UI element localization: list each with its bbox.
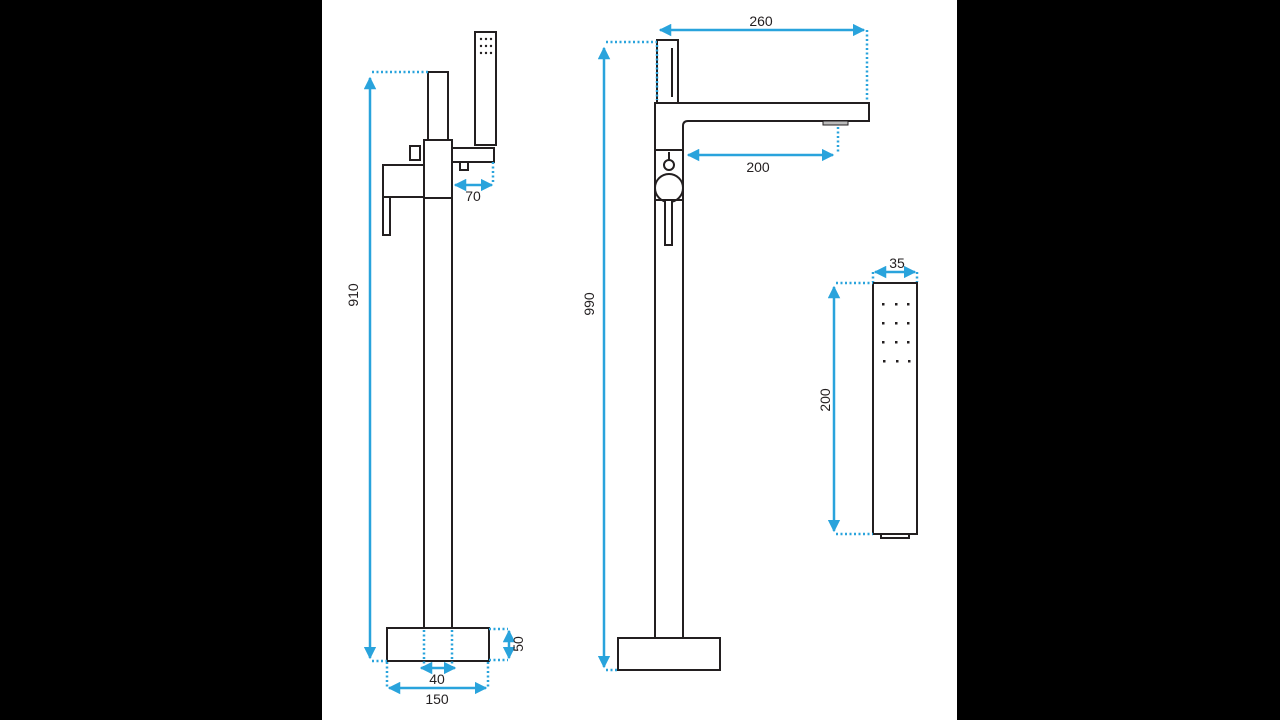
diverter-knob xyxy=(409,145,421,161)
hand-shower-side xyxy=(656,39,679,104)
base xyxy=(386,627,490,662)
hand-shower-docked xyxy=(474,31,497,146)
mixer-lever-front xyxy=(664,199,673,246)
holder-offset-label: 70 xyxy=(465,188,481,204)
spout-length-label: 260 xyxy=(749,13,773,29)
front-view: 990 260 200 xyxy=(581,13,870,672)
holder-nut xyxy=(459,161,469,171)
mixer-cartridge xyxy=(654,173,684,203)
spout-and-column xyxy=(654,102,870,639)
column-width-label: 40 xyxy=(429,671,445,687)
shower-holder-arm xyxy=(451,147,495,163)
side-view: 910 70 50 40 150 xyxy=(345,31,526,707)
mixer-lever xyxy=(382,196,391,236)
side-height-label: 910 xyxy=(345,283,361,307)
aerator xyxy=(822,120,849,126)
shower-length-label: 200 xyxy=(817,388,833,412)
column xyxy=(423,139,453,631)
diverter-knob-front xyxy=(663,159,675,171)
shower-nozzle-grid xyxy=(882,303,911,363)
spout-tube xyxy=(427,71,449,143)
hose-connector xyxy=(880,533,910,539)
mixer-body xyxy=(382,164,425,198)
spout-reach-label: 200 xyxy=(746,159,770,175)
base-width-label: 150 xyxy=(425,691,449,707)
base-front xyxy=(617,637,721,671)
hand-shower-detail: 35 200 xyxy=(817,255,919,539)
base-height-label: 50 xyxy=(510,636,526,652)
front-height-label: 990 xyxy=(581,292,597,316)
hand-shower-body xyxy=(872,282,918,535)
shower-width-label: 35 xyxy=(889,255,905,271)
shower-nozzle-dots xyxy=(479,37,493,55)
